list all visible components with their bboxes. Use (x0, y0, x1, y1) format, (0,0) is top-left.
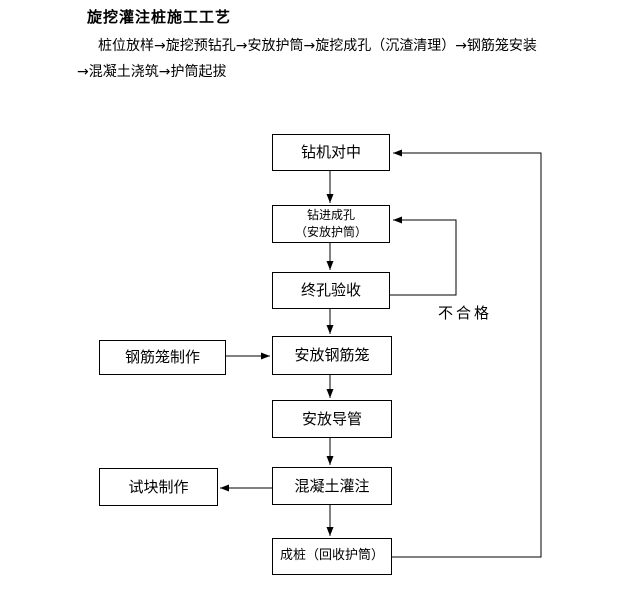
process-description-line2: →混凝土浇筑→护筒起拔 (77, 64, 227, 80)
flow-node-final-hole-acceptance: 终孔验收 (272, 272, 390, 309)
page-title: 旋挖灌注桩施工工艺 (87, 8, 232, 26)
flow-node-label: 试块制作 (128, 477, 189, 496)
flow-node-drilling: 钻进成孔 （安放护筒） (272, 205, 390, 243)
flow-node-label: 终孔验收 (300, 281, 361, 300)
flow-node-label: 钢筋笼制作 (124, 348, 200, 367)
flow-node-pile-completion: 成桩（回收护筒） (272, 538, 392, 575)
flow-node-drill-centering: 钻机对中 (272, 134, 390, 171)
flow-node-label: 成桩（回收护筒） (279, 548, 384, 564)
flow-node-cage-fabrication: 钢筋笼制作 (99, 340, 226, 375)
flow-node-label: 安放导管 (301, 409, 362, 428)
fail-branch-label: 不合格 (438, 304, 493, 322)
flow-node-test-block: 试块制作 (99, 468, 218, 506)
flow-node-label: 安放钢筋笼 (294, 346, 370, 365)
flow-node-concrete-pouring: 混凝土灌注 (272, 467, 392, 505)
flow-node-sublabel: （安放护筒） (294, 225, 367, 239)
flow-node-label: 混凝土灌注 (294, 476, 370, 495)
arrow-fail-loop-finalhole-to-drilling (390, 216, 457, 296)
flow-node-label: 钻进成孔 (306, 207, 355, 222)
flow-node-install-tremie: 安放导管 (272, 400, 392, 438)
flow-node-install-cage: 安放钢筋笼 (272, 336, 392, 375)
process-description: 桩位放样→旋挖预钻孔→安放护筒→旋挖成孔（沉渣清理）→钢筋笼安装 →混凝土浇筑→… (77, 33, 597, 85)
arrow-loop-pile-to-drillcentering (392, 149, 542, 558)
process-description-line1: 桩位放样→旋挖预钻孔→安放护筒→旋挖成孔（沉渣清理）→钢筋笼安装 (98, 38, 537, 54)
flow-node-label: 钻机对中 (300, 143, 361, 162)
